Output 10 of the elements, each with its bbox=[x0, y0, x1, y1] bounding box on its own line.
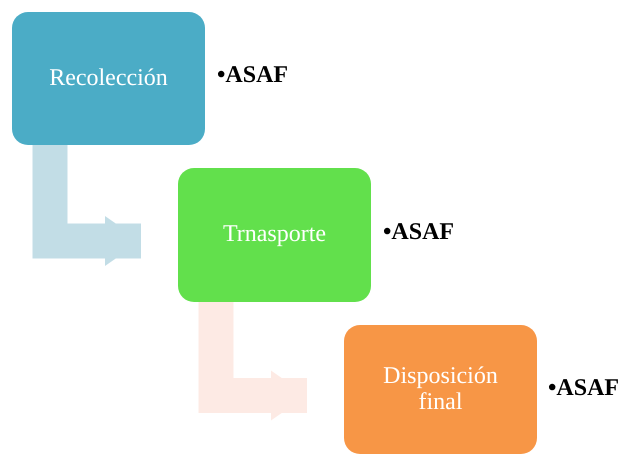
bent-arrow bbox=[198, 302, 307, 420]
process-box bbox=[178, 168, 371, 302]
bullet-note: •ASAF bbox=[548, 375, 620, 402]
step-label: Recolección bbox=[49, 66, 168, 92]
process-box bbox=[12, 12, 205, 145]
bullet-note: •ASAF bbox=[383, 219, 454, 246]
bullet-note: •ASAF bbox=[217, 62, 288, 89]
step-label: Disposición final bbox=[382, 364, 499, 415]
process-box bbox=[344, 325, 537, 454]
step-label: Trnasporte bbox=[222, 222, 326, 248]
